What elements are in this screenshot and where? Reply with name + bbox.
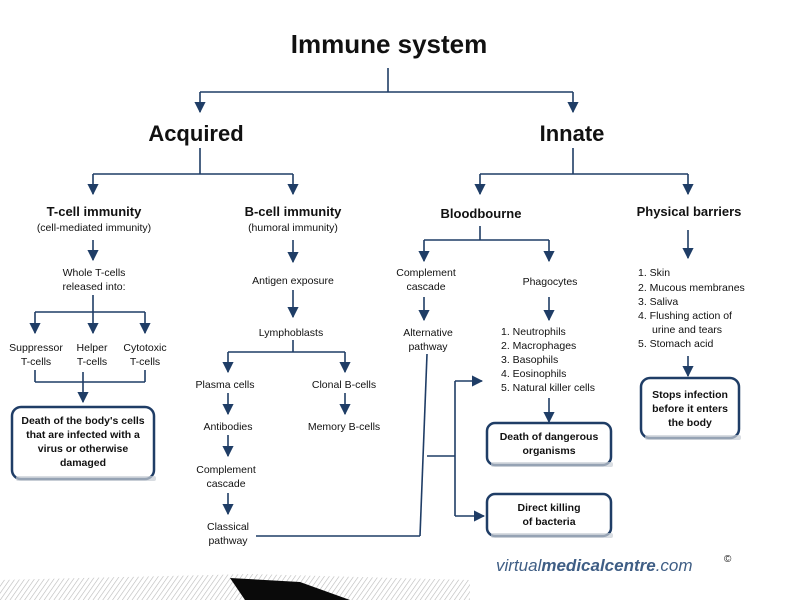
connectors <box>29 68 694 537</box>
classical-line2: pathway <box>208 535 248 547</box>
barrier-item-5: 5. Stomach acid <box>638 338 713 350</box>
bcell-subheading: (humoral immunity) <box>248 222 338 234</box>
memory-bcells: Memory B-cells <box>308 421 380 433</box>
bcell-complement-line2: cascade <box>206 478 245 490</box>
classical-line1: Classical <box>207 521 249 533</box>
direct-killing-box: Direct killing of bacteria <box>485 492 613 538</box>
bloodbourne-heading: Bloodbourne <box>441 206 522 221</box>
phagocyte-item-3: 3. Basophils <box>501 354 558 366</box>
phagocyte-item-1: 1. Neutrophils <box>501 326 566 338</box>
helper-line2: T-cells <box>77 356 107 368</box>
watermark-text: virtualmedicalcentre.com <box>496 556 693 575</box>
direct-killing-line1: Direct killing <box>517 502 580 514</box>
barrier-item-4: 4. Flushing action of <box>638 310 732 322</box>
watermark-copyright: © <box>724 554 732 565</box>
helper-line1: Helper <box>77 342 108 354</box>
complement-cascade-line2: cascade <box>406 281 445 293</box>
phagocyte-item-5: 5. Natural killer cells <box>501 382 595 394</box>
innate-heading: Innate <box>540 121 605 146</box>
clonal-bcells: Clonal B-cells <box>312 379 376 391</box>
stops-infection-box: Stops infection before it enters the bod… <box>639 376 741 440</box>
cytotoxic-line2: T-cells <box>130 356 160 368</box>
barrier-item-2: 2. Mucous membranes <box>638 282 745 294</box>
death-organisms-box: Death of dangerous organisms <box>485 421 613 467</box>
antigen-exposure: Antigen exposure <box>252 275 334 287</box>
physical-barriers-heading: Physical barriers <box>637 204 742 219</box>
lymphoblasts: Lymphoblasts <box>259 327 323 339</box>
tcell-outcome-line2: that are infected with a <box>26 429 140 441</box>
phagocytes: Phagocytes <box>523 276 578 288</box>
plasma-cells: Plasma cells <box>196 379 255 391</box>
stops-infection-line2: before it enters <box>652 403 728 415</box>
watermark-prefix: virtual <box>496 556 543 575</box>
barrier-item-4-cont: urine and tears <box>652 324 722 336</box>
tcell-released-line1: Whole T-cells <box>63 267 126 279</box>
bcell-heading: B-cell immunity <box>245 204 343 219</box>
tcell-outcome-box: Death of the body's cells that are infec… <box>10 405 156 481</box>
barrier-item-1: 1. Skin <box>638 267 670 279</box>
tcell-outcome-line1: Death of the body's cells <box>21 415 144 427</box>
death-organisms-line2: organisms <box>522 445 575 457</box>
virtualmedicalcentre-logo: virtualmedicalcentre.com © <box>496 554 732 575</box>
stops-infection-line1: Stops infection <box>652 389 728 401</box>
phagocyte-item-4: 4. Eosinophils <box>501 368 566 380</box>
complement-cascade-line1: Complement <box>396 267 456 279</box>
suppressor-line1: Suppressor <box>9 342 63 354</box>
watermark-suffix: .com <box>656 556 693 575</box>
alternative-line1: Alternative <box>403 327 453 339</box>
stops-infection-line3: the body <box>668 417 712 429</box>
bcell-complement-line1: Complement <box>196 464 256 476</box>
death-organisms-line1: Death of dangerous <box>500 431 599 443</box>
suppressor-line2: T-cells <box>21 356 51 368</box>
direct-killing-line2: of bacteria <box>522 516 575 528</box>
alternative-line2: pathway <box>408 341 448 353</box>
tcell-heading: T-cell immunity <box>47 204 142 219</box>
acquired-heading: Acquired <box>148 121 243 146</box>
antibodies: Antibodies <box>203 421 252 433</box>
watermark-middle: medicalcentre <box>541 556 655 575</box>
cytotoxic-line1: Cytotoxic <box>123 342 166 354</box>
tcell-outcome-line3: virus or otherwise <box>38 443 129 455</box>
diagram-title: Immune system <box>291 29 488 59</box>
tcell-outcome-line4: damaged <box>60 457 106 469</box>
decorative-swoosh <box>0 574 470 600</box>
barrier-item-3: 3. Saliva <box>638 296 678 308</box>
phagocyte-item-2: 2. Macrophages <box>501 340 576 352</box>
tcell-released-line2: released into: <box>62 281 125 293</box>
tcell-subheading: (cell-mediated immunity) <box>37 222 151 234</box>
